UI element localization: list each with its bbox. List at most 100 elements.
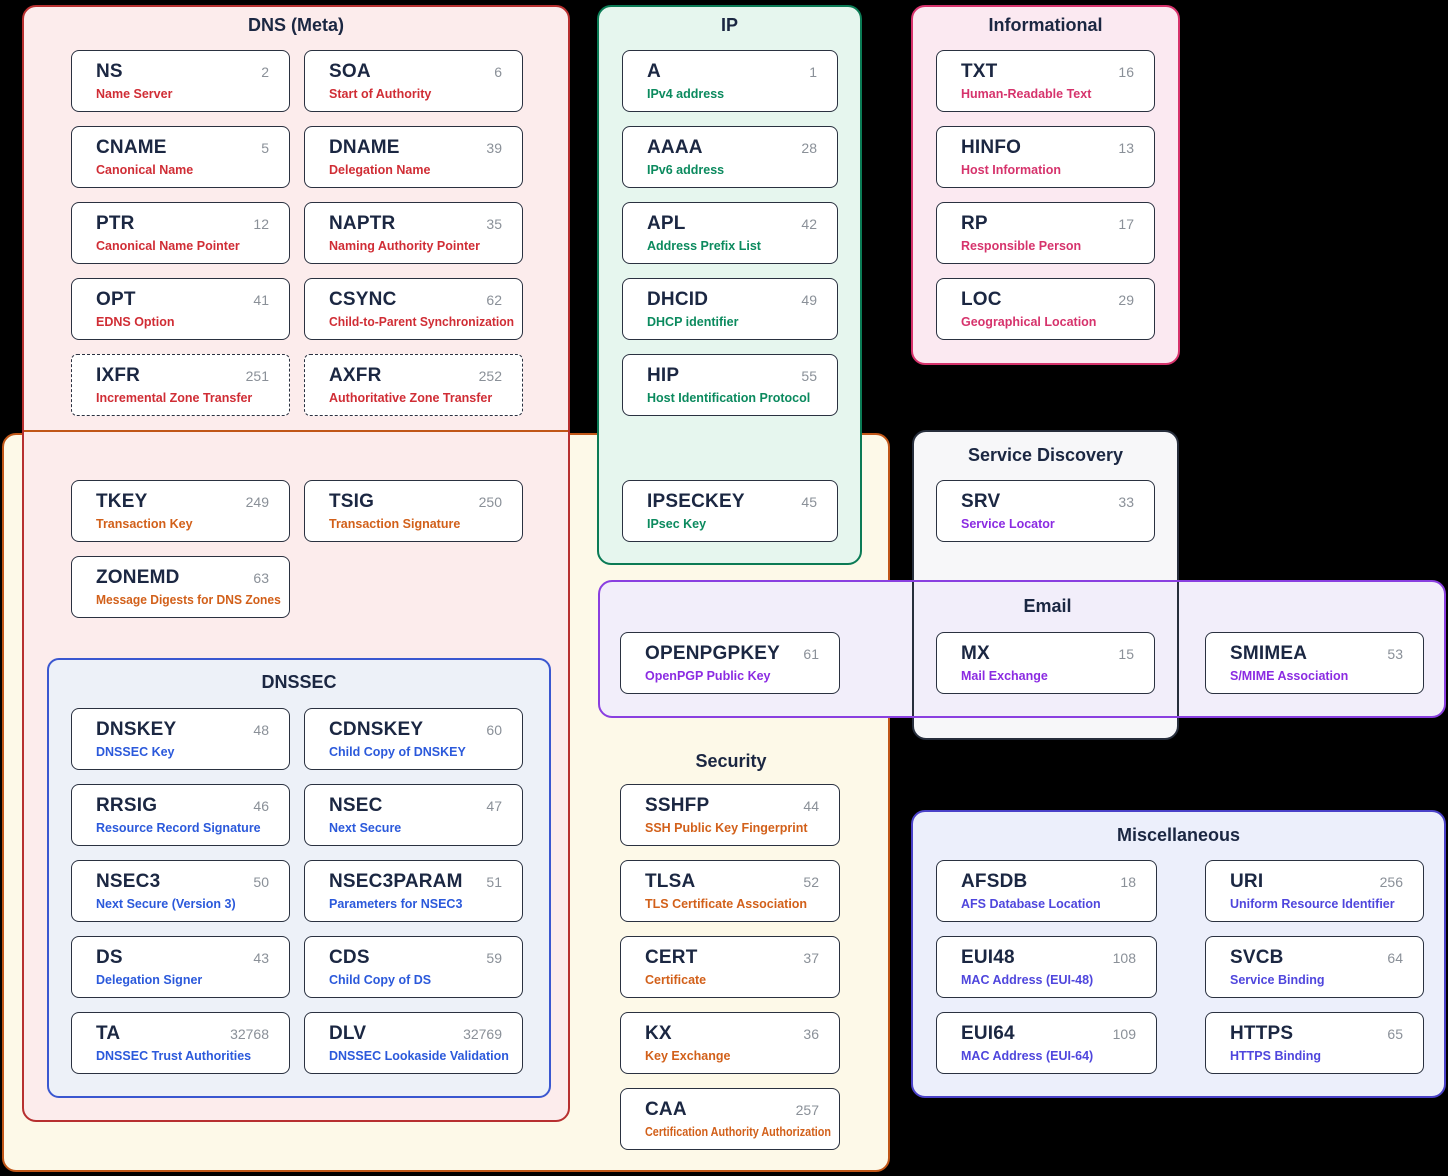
record-number: 50 [253, 874, 269, 890]
record-card-ipseckey: IPSECKEY 45 IPsec Key [622, 480, 838, 542]
record-card-a: A 1 IPv4 address [622, 50, 838, 112]
record-card-dname: DNAME 39 Delegation Name [304, 126, 523, 188]
record-description: DHCP identifier [647, 315, 739, 329]
record-card-header: SRV 33 [961, 489, 1134, 515]
record-number: 65 [1387, 1026, 1403, 1042]
record-card-tkey: TKEY 249 Transaction Key [71, 480, 290, 542]
record-name: CNAME [96, 137, 167, 158]
record-card-header: CNAME 5 [96, 135, 269, 161]
record-number: 55 [801, 368, 817, 384]
record-name: TXT [961, 61, 998, 82]
record-number: 250 [478, 494, 502, 510]
record-card-header: RRSIG 46 [96, 793, 269, 819]
service-discovery-border-overlay-right [1177, 582, 1179, 716]
group-title-dnssec: DNSSEC [261, 672, 337, 692]
security-border-overlay [24, 430, 568, 432]
record-description: DNSSEC Key [96, 745, 175, 759]
record-card-axfr: AXFR 252 Authoritative Zone Transfer [304, 354, 523, 416]
record-card-cds: CDS 59 Child Copy of DS [304, 936, 523, 998]
group-title-informational: Informational [988, 15, 1103, 35]
record-card-header: DHCID 49 [647, 287, 817, 313]
record-card-header: DNSKEY 48 [96, 717, 269, 743]
record-number: 53 [1387, 646, 1403, 662]
record-card-zonemd: ZONEMD 63 Message Digests for DNS Zones [71, 556, 290, 618]
record-description: S/MIME Association [1230, 669, 1349, 683]
record-description: Resource Record Signature [96, 821, 261, 835]
record-number: 64 [1387, 950, 1403, 966]
record-name: A [647, 61, 661, 82]
record-name: HTTPS [1230, 1023, 1294, 1044]
record-description: Geographical Location [961, 315, 1097, 329]
record-number: 249 [245, 494, 269, 510]
record-name: DLV [329, 1023, 367, 1044]
record-name: CAA [645, 1099, 687, 1120]
record-description: Naming Authority Pointer [329, 239, 480, 253]
group-title-security: Security [695, 751, 767, 771]
record-card-header: IPSECKEY 45 [647, 489, 817, 515]
record-description: Canonical Name Pointer [96, 239, 240, 253]
record-description: Host Identification Protocol [647, 391, 811, 405]
record-name: AAAA [647, 137, 703, 158]
record-card-apl: APL 42 Address Prefix List [622, 202, 838, 264]
record-name: TA [96, 1023, 121, 1044]
record-card-header: KX 36 [645, 1021, 819, 1047]
record-card-ns: NS 2 Name Server [71, 50, 290, 112]
record-card-header: SSHFP 44 [645, 793, 819, 819]
record-card-eui64: EUI64 109 MAC Address (EUI-64) [936, 1012, 1157, 1074]
record-description: Parameters for NSEC3 [329, 897, 463, 911]
record-description: Address Prefix List [647, 239, 761, 253]
record-description: Next Secure [329, 821, 402, 835]
record-description: MAC Address (EUI-48) [961, 973, 1094, 987]
record-card-ta: TA 32768 DNSSEC Trust Authorities [71, 1012, 290, 1074]
record-number: 35 [486, 216, 502, 232]
record-number: 109 [1112, 1026, 1136, 1042]
record-name: CDNSKEY [329, 719, 424, 740]
record-card-header: A 1 [647, 59, 817, 85]
record-card-header: CDS 59 [329, 945, 502, 971]
record-card-dnskey: DNSKEY 48 DNSSEC Key [71, 708, 290, 770]
record-card-header: HTTPS 65 [1230, 1021, 1403, 1047]
record-description: Service Binding [1230, 973, 1325, 987]
record-number: 256 [1379, 874, 1403, 890]
record-number: 6 [494, 64, 502, 80]
record-number: 17 [1118, 216, 1134, 232]
record-card-header: ZONEMD 63 [96, 565, 269, 591]
record-description: Child-to-Parent Synchronization [329, 315, 515, 329]
record-number: 37 [803, 950, 819, 966]
record-card-dlv: DLV 32769 DNSSEC Lookaside Validation [304, 1012, 523, 1074]
record-number: 5 [261, 140, 269, 156]
record-description: Child Copy of DNSKEY [329, 745, 466, 759]
group-title-dns-meta: DNS (Meta) [247, 15, 344, 35]
record-description: Canonical Name [96, 163, 194, 177]
record-card-nsec3param: NSEC3PARAM 51 Parameters for NSEC3 [304, 860, 523, 922]
record-number: 41 [253, 292, 269, 308]
record-name: CERT [645, 947, 698, 968]
record-description: AFS Database Location [961, 897, 1101, 911]
record-number: 32768 [230, 1026, 269, 1042]
record-name: URI [1230, 871, 1264, 892]
record-description: TLS Certificate Association [645, 897, 808, 911]
record-card-hip: HIP 55 Host Identification Protocol [622, 354, 838, 416]
record-card-header: SMIMEA 53 [1230, 641, 1403, 667]
record-number: 47 [486, 798, 502, 814]
group-title-service-discovery: Service Discovery [967, 445, 1124, 465]
record-number: 51 [486, 874, 502, 890]
record-card-header: OPENPGPKEY 61 [645, 641, 819, 667]
record-card-header: TXT 16 [961, 59, 1134, 85]
record-name: NAPTR [329, 213, 396, 234]
record-card-header: EUI48 108 [961, 945, 1136, 971]
record-description: Next Secure (Version 3) [96, 897, 236, 911]
group-title-email: Email [1023, 596, 1072, 616]
record-number: 45 [801, 494, 817, 510]
record-name: AFSDB [961, 871, 1028, 892]
record-card-header: MX 15 [961, 641, 1134, 667]
record-name: MX [961, 643, 990, 664]
record-description: Human-Readable Text [961, 87, 1092, 101]
record-number: 48 [253, 722, 269, 738]
record-card-header: CAA 257 [645, 1097, 819, 1123]
record-name: DNSKEY [96, 719, 177, 740]
record-name: CDS [329, 947, 370, 968]
record-card-eui48: EUI48 108 MAC Address (EUI-48) [936, 936, 1157, 998]
record-number: 61 [803, 646, 819, 662]
